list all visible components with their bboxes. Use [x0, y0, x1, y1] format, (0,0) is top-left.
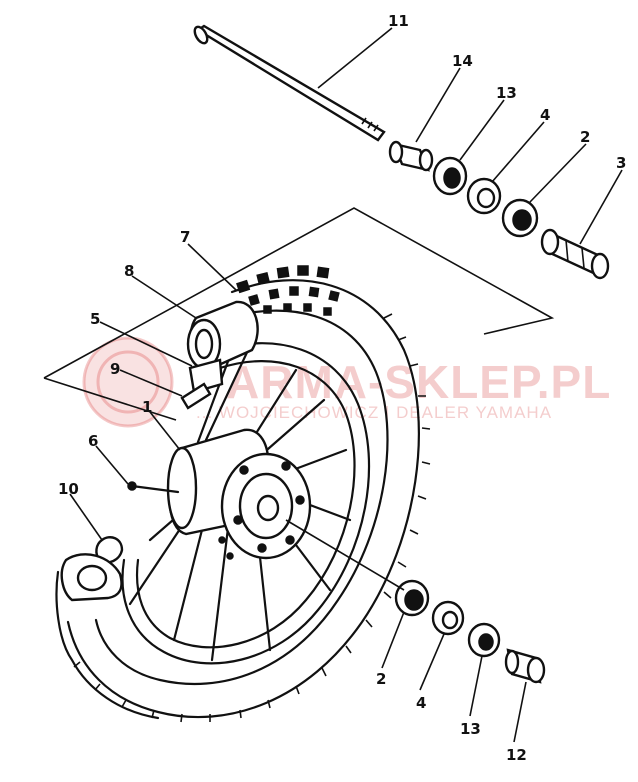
- rim: [121, 342, 371, 665]
- callout-4-top: 4: [540, 106, 550, 124]
- callout-7: 7: [180, 228, 190, 246]
- callout-10: 10: [58, 480, 79, 498]
- callout-8: 8: [124, 262, 134, 280]
- leader-lines: [69, 27, 623, 743]
- part-13-oil-seal-top: [432, 156, 468, 196]
- callout-2-bottom: 2: [376, 670, 386, 688]
- watermark-sub-text: ... WOJCIECHOWICZ | DEALER YAMAHA: [196, 403, 552, 422]
- callout-4-bottom: 4: [416, 694, 426, 712]
- callout-1: 1: [142, 398, 152, 416]
- brake-disc-fragment: [60, 553, 123, 602]
- part-13-oil-seal-bottom: [467, 622, 501, 658]
- callout-9: 9: [110, 360, 120, 378]
- hub: [166, 428, 312, 560]
- part-9-cable-fitting: [180, 382, 212, 410]
- callout-13-top: 13: [496, 84, 517, 102]
- watermark: ARMA-SKLEP.PL ... WOJCIECHOWICZ | DEALER…: [82, 336, 610, 428]
- assembly-bracket: [43, 207, 555, 421]
- part-10-valve-cap: [95, 536, 124, 564]
- part-5-gear-housing: [188, 358, 224, 394]
- axle-center-line: [285, 519, 405, 591]
- callout-6: 6: [88, 432, 98, 450]
- callout-3: 3: [616, 154, 626, 172]
- callout-labels: 11 14 13 4 2 3 7 8 5 9 1 6 10 2 4 13 12: [58, 12, 626, 764]
- callout-14: 14: [452, 52, 473, 70]
- part-2-bearing-top: [501, 198, 539, 238]
- part-4-spacer-bottom: [431, 600, 465, 636]
- tread-knobs: [73, 265, 431, 723]
- part-14-collar: [388, 140, 434, 172]
- callout-12: 12: [506, 746, 527, 764]
- part-11-axle: [193, 24, 386, 142]
- callout-13-bottom: 13: [460, 720, 481, 738]
- tire: [55, 265, 431, 723]
- part-3-spacer-tube: [540, 228, 610, 280]
- callout-5: 5: [90, 310, 100, 328]
- part-2-bearing-bottom: [394, 579, 430, 617]
- part-6-bolt: [127, 481, 180, 494]
- part-12-collar: [504, 648, 546, 684]
- callout-2-top: 2: [580, 128, 590, 146]
- part-8-speedo-gear-unit: [186, 300, 259, 370]
- part-4-spacer-top: [466, 177, 502, 215]
- callout-11: 11: [388, 12, 409, 30]
